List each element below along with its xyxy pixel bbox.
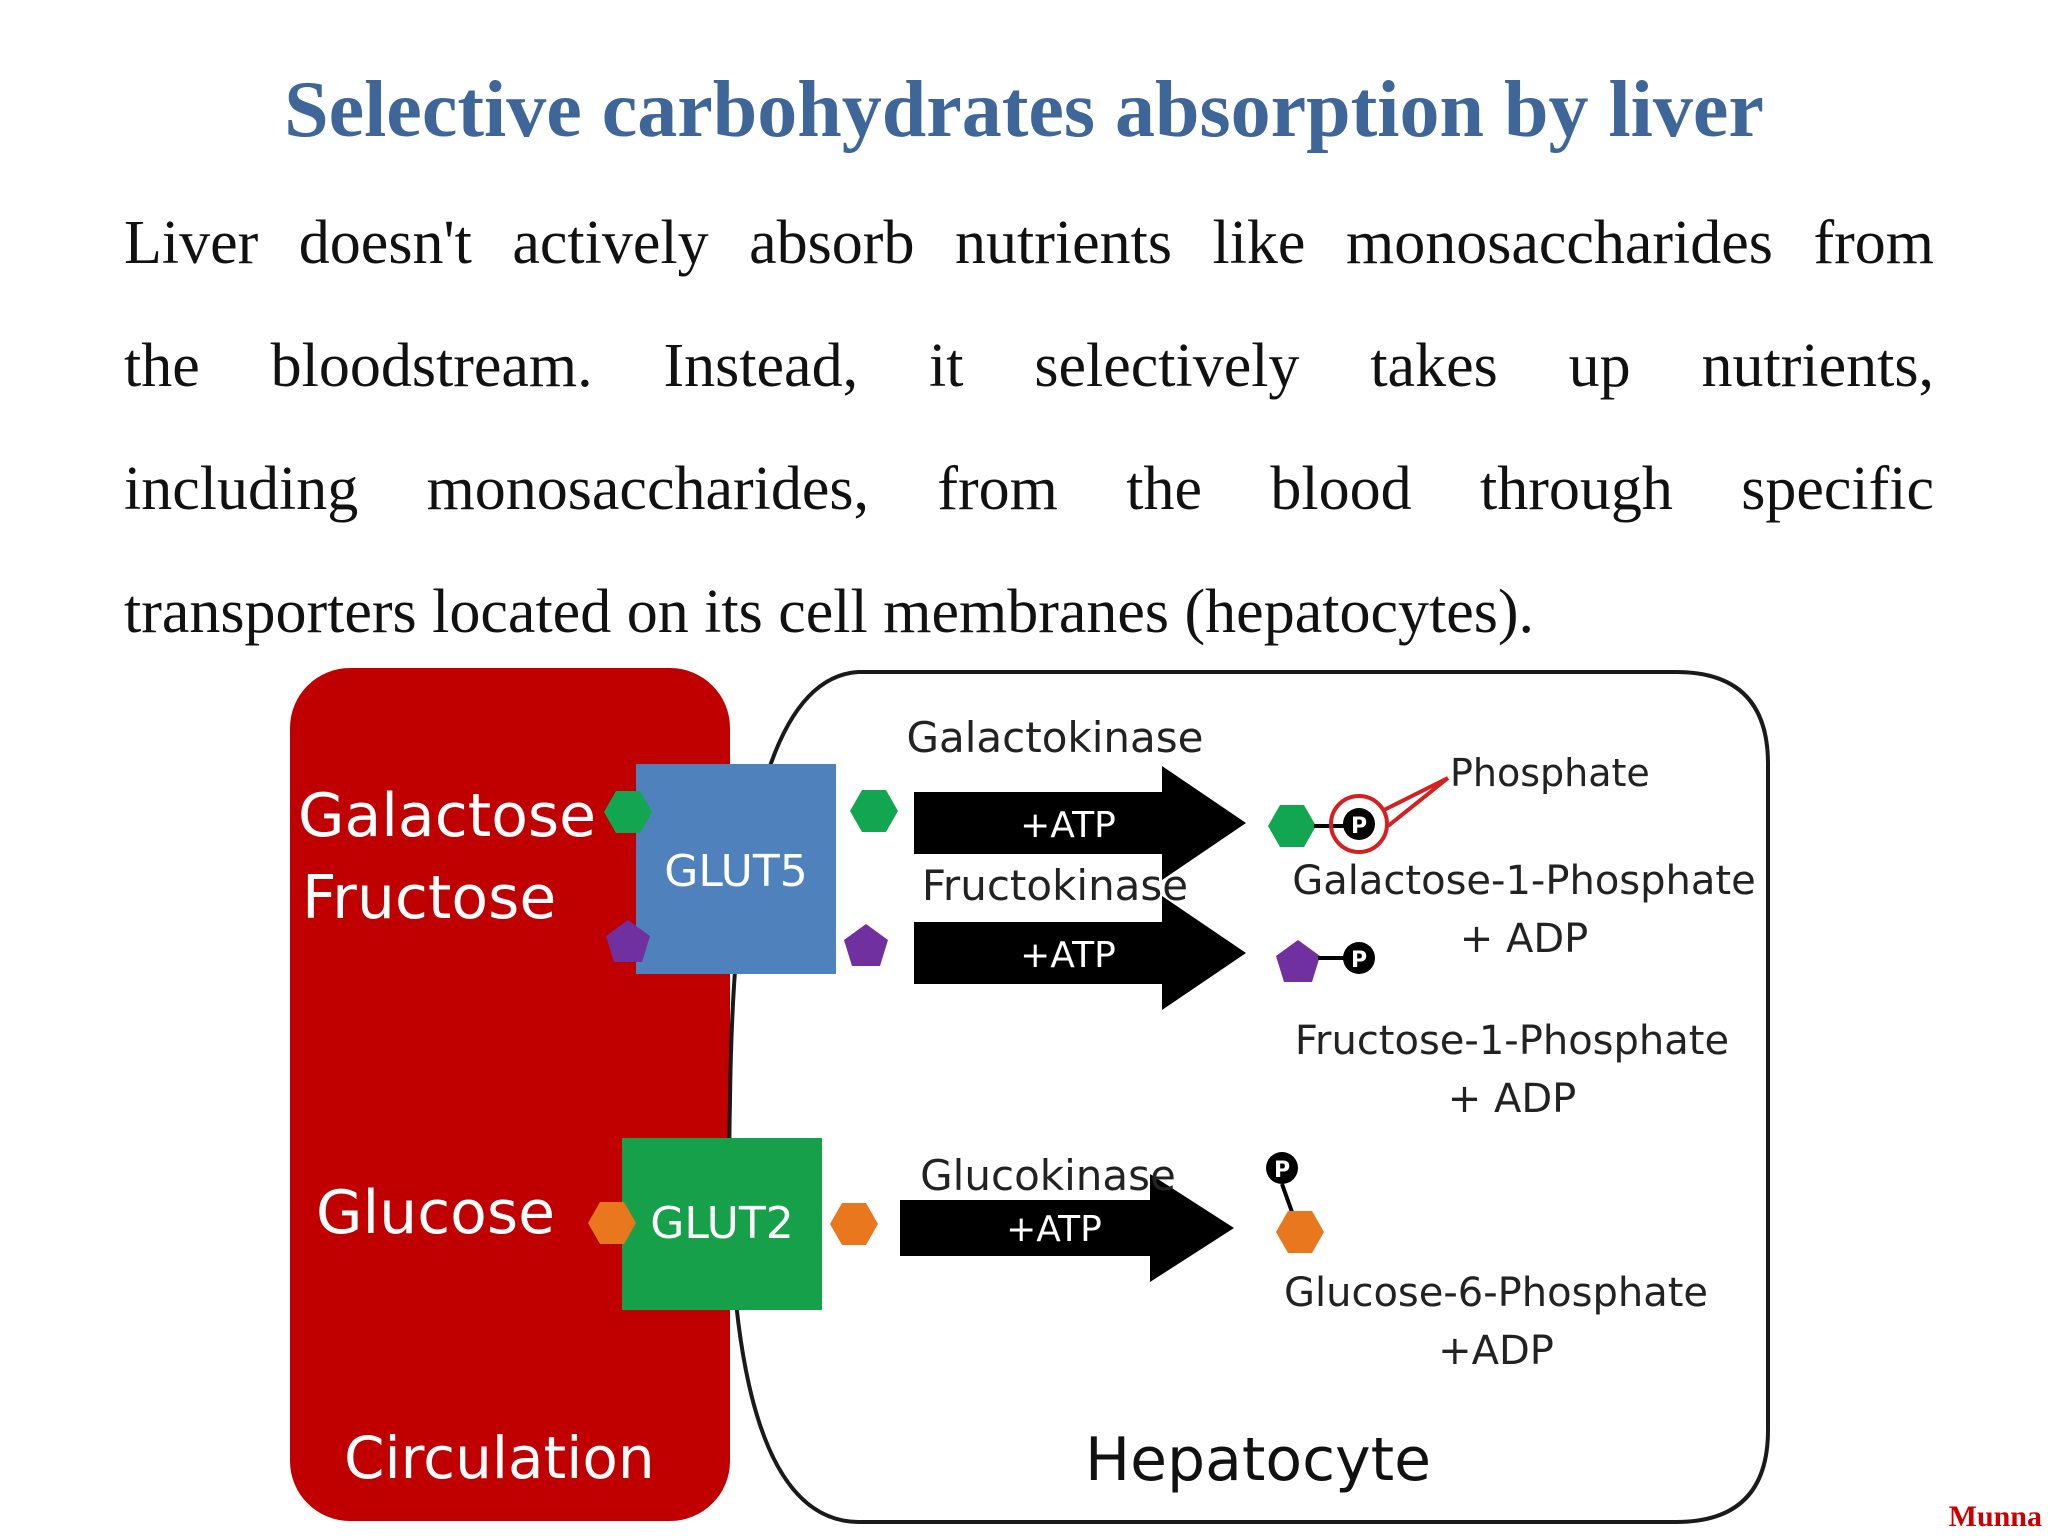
glut2-label: GLUT2 [650,1198,794,1249]
fructose-phosphate-symbol: P [1351,948,1367,973]
glucose-hexagon-inside [830,1203,878,1245]
circulation-panel [290,668,730,1521]
galactokinase-arrow [914,766,1246,880]
paragraph-line-4: transporters located on its cell membran… [124,578,1534,646]
glucose-product-name: Glucose-6-Phosphate [1284,1270,1708,1316]
fructose-product-pentagon [1276,940,1320,982]
fructose-pentagon-inside [844,924,888,966]
glucose-product-adp: +ADP [1438,1328,1554,1374]
glucokinase-arrow [900,1174,1234,1282]
galactose-hexagon-outside [604,791,652,833]
author-watermark: Munna [1948,1500,2042,1533]
circulation-label: Circulation [344,1424,655,1492]
fructokinase-arrow [914,896,1246,1010]
galactose-product-adp: + ADP [1460,916,1589,962]
paragraph-line-1: Liver doesn't actively absorb nutrients … [124,209,1934,277]
fructose-product-name: Fructose-1-Phosphate [1295,1018,1729,1064]
glucose-phosphate-symbol: P [1274,1158,1290,1183]
phosphate-callout-label: Phosphate [1450,751,1650,795]
paragraph-line-2: the bloodstream. Instead, it selectively… [124,332,1934,400]
galactose-phosphate-circle [1343,808,1375,840]
glucokinase-label: Glucokinase [920,1151,1176,1200]
fructose-pentagon-outside [606,920,650,962]
glut5-label: GLUT5 [664,846,808,897]
fructose-label: Fructose [302,863,556,933]
glucose-phosphate-bond [1280,1183,1294,1213]
glut5-transporter [636,764,836,974]
glut2-transporter [622,1138,822,1310]
glucose-phosphate-circle [1266,1152,1298,1184]
page-title: Selective carbohydrates absorption by li… [284,66,1764,154]
phosphate-callout-pointer [1383,776,1450,828]
fructose-phosphate-circle [1343,942,1375,974]
paragraph-line-3: including monosaccharides, from the bloo… [124,455,1934,523]
fructokinase-atp-label: +ATP [1020,935,1116,976]
galactose-label: Galactose [298,781,596,851]
galactose-product-hexagon [1268,805,1316,847]
hepatocyte-label: Hepatocyte [1085,1425,1431,1495]
galactose-hexagon-inside [850,790,898,832]
glucose-product-hexagon [1276,1211,1324,1253]
glucose-label: Glucose [316,1178,555,1248]
fructose-product-adp: + ADP [1448,1076,1577,1122]
glucokinase-atp-label: +ATP [1006,1209,1102,1250]
fructokinase-label: Fructokinase [922,861,1188,910]
galactose-phosphate-symbol: P [1351,814,1367,839]
phosphate-highlight-ring [1329,794,1389,854]
galactose-product-name: Galactose-1-Phosphate [1292,858,1755,904]
galactokinase-atp-label: +ATP [1020,805,1116,846]
galactokinase-label: Galactokinase [906,713,1203,762]
glucose-hexagon-outside [588,1202,636,1244]
